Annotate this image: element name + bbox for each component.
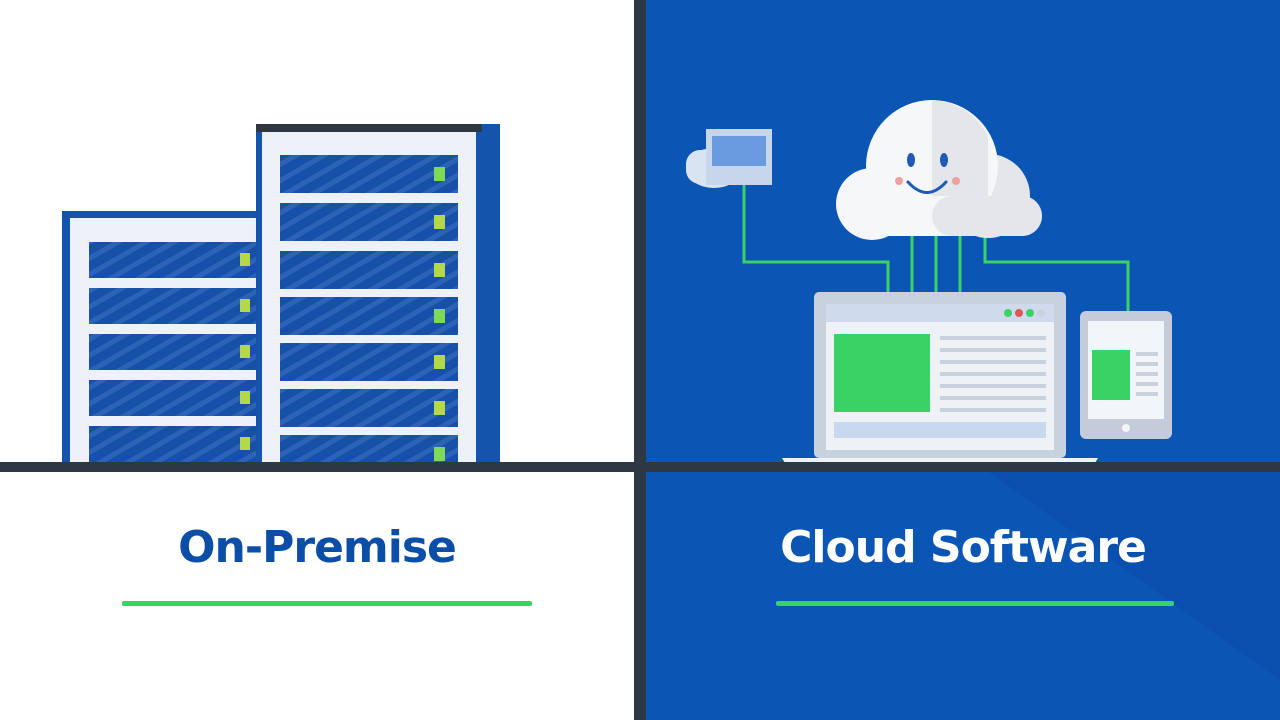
connection-lines <box>742 185 1130 312</box>
cloud-software-underline <box>776 601 1174 606</box>
on-premise-underline <box>122 601 532 606</box>
cloud-software-title: Cloud Software <box>780 522 1147 573</box>
smiling-cloud-icon <box>836 100 1042 240</box>
left-shelf <box>0 462 634 472</box>
small-cloud-icon <box>686 129 772 188</box>
right-shelf <box>646 462 1280 472</box>
laptop-icon <box>782 292 1098 468</box>
panel-divider <box>634 0 646 720</box>
tall-server-rack <box>256 124 500 466</box>
server-racks-illustration <box>62 124 500 466</box>
cloud-illustration <box>686 100 1280 680</box>
small-server-rack <box>62 211 262 466</box>
tablet-icon <box>1080 311 1172 439</box>
on-premise-title: On-Premise <box>178 522 457 573</box>
cloud-software-panel <box>646 0 1280 720</box>
on-premise-panel <box>0 0 634 720</box>
